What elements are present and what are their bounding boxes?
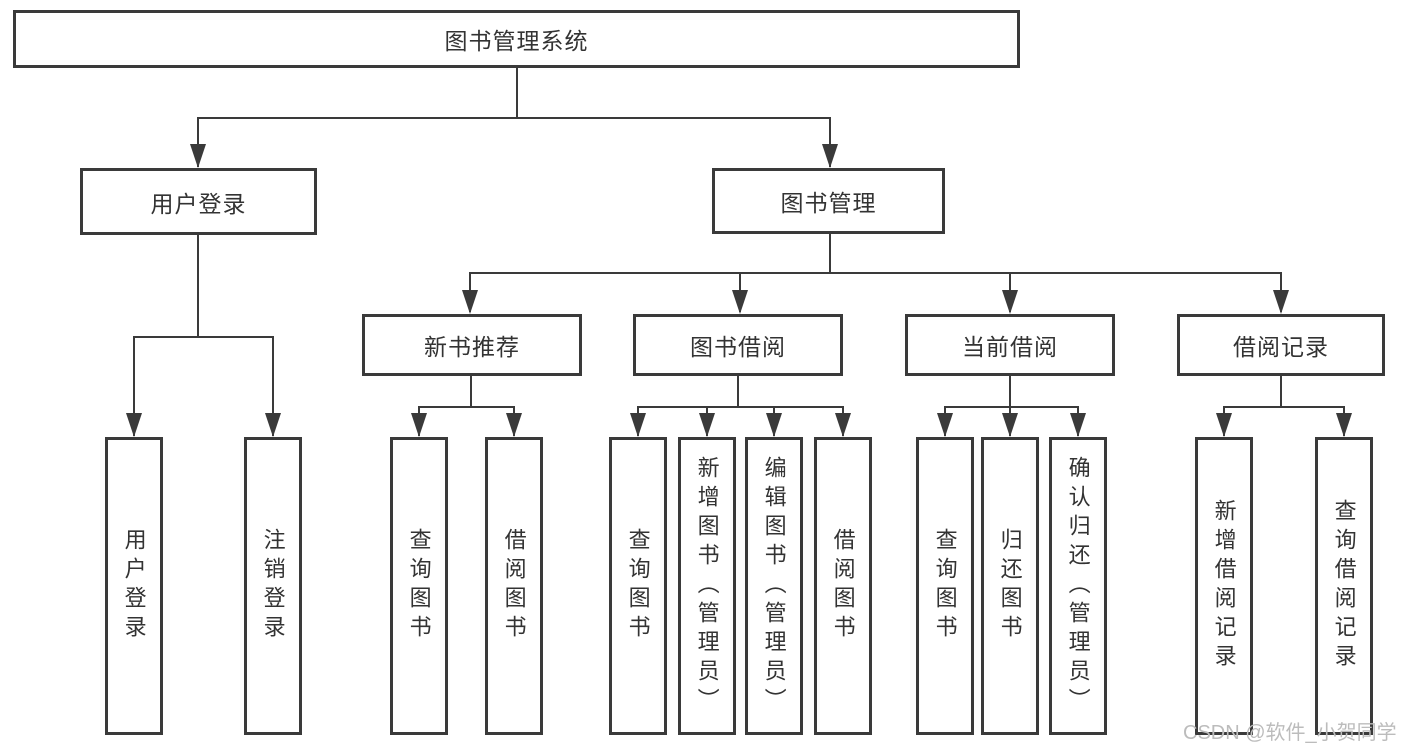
- connector-root-stem: [516, 67, 518, 118]
- connector-arrowhead: [1336, 413, 1352, 437]
- connector-arrowhead: [937, 413, 953, 437]
- node-leaf-user-login: 用户登录: [105, 437, 163, 735]
- connector-arrowhead: [126, 413, 142, 437]
- connector-drop-leaf-login: [133, 336, 135, 436]
- node-new-book-rec: 新书推荐: [362, 314, 582, 376]
- node-leaf-bb-borrow-book: 借阅图书: [814, 437, 872, 735]
- node-book-borrow-label: 图书借阅: [690, 334, 786, 360]
- connector-bookborrow-stem: [737, 376, 739, 406]
- connector-drop-leaf-logout: [272, 336, 274, 436]
- connector-arrowhead: [766, 413, 782, 437]
- connector-arrowhead: [822, 144, 838, 168]
- connector-bookborrow-hline: [637, 406, 844, 408]
- node-leaf-rec-borrow-book: 借阅图书: [485, 437, 543, 735]
- node-leaf-cb-query-book-label: 查询图书: [932, 528, 958, 644]
- connector-borrowrecords-hline: [1223, 406, 1345, 408]
- node-leaf-cb-return-book: 归还图书: [981, 437, 1039, 735]
- node-leaf-logout-label: 注销登录: [260, 528, 286, 644]
- node-book-mgmt: 图书管理: [712, 168, 945, 234]
- node-current-borrow-label: 当前借阅: [962, 334, 1058, 360]
- connector-drop-book-mgmt: [829, 117, 831, 167]
- node-leaf-bb-edit-book-label: 编辑图书（管理员）: [761, 455, 787, 717]
- connector-root-hline: [197, 117, 831, 119]
- node-leaf-rec-query-book: 查询图书: [390, 437, 448, 735]
- connector-arrowhead: [1273, 290, 1289, 314]
- node-leaf-bb-query-book: 查询图书: [609, 437, 667, 735]
- connector-bookmgmt-stem: [829, 234, 831, 272]
- connector-arrowhead: [462, 290, 478, 314]
- node-library-system-label: 图书管理系统: [444, 28, 589, 54]
- connector-arrowhead: [1002, 413, 1018, 437]
- node-leaf-cb-confirm-return-label: 确认归还（管理员）: [1065, 455, 1091, 717]
- node-borrow-records: 借阅记录: [1177, 314, 1385, 376]
- node-user-login: 用户登录: [80, 168, 317, 235]
- node-leaf-cb-confirm-return: 确认归还（管理员）: [1049, 437, 1107, 735]
- node-leaf-br-query-record: 查询借阅记录: [1315, 437, 1373, 735]
- connector-arrowhead: [732, 290, 748, 314]
- node-leaf-cb-return-book-label: 归还图书: [997, 528, 1023, 644]
- connector-arrowhead: [699, 413, 715, 437]
- connector-arrowhead: [630, 413, 646, 437]
- node-leaf-bb-query-book-label: 查询图书: [625, 528, 651, 644]
- node-leaf-br-query-record-label: 查询借阅记录: [1331, 499, 1357, 673]
- node-leaf-rec-borrow-book-label: 借阅图书: [501, 528, 527, 644]
- csdn-watermark: CSDN @软件_小贺同学: [1183, 722, 1397, 744]
- node-leaf-br-add-record: 新增借阅记录: [1195, 437, 1253, 735]
- node-borrow-records-label: 借阅记录: [1233, 334, 1329, 360]
- node-book-borrow: 图书借阅: [633, 314, 843, 376]
- connector-newbookrec-hline: [418, 406, 515, 408]
- connector-newbookrec-stem: [470, 376, 472, 406]
- node-leaf-rec-query-book-label: 查询图书: [406, 528, 432, 644]
- node-book-mgmt-label: 图书管理: [780, 190, 877, 216]
- node-user-login-label: 用户登录: [150, 190, 247, 217]
- connector-arrowhead: [506, 413, 522, 437]
- connector-borrowrecords-stem: [1280, 376, 1282, 406]
- node-leaf-br-add-record-label: 新增借阅记录: [1211, 499, 1237, 673]
- connector-arrowhead: [1216, 413, 1232, 437]
- connector-arrowhead: [835, 413, 851, 437]
- connector-currentborrow-hline: [944, 406, 1079, 408]
- node-leaf-user-login-label: 用户登录: [121, 528, 147, 644]
- node-new-book-rec-label: 新书推荐: [424, 334, 520, 360]
- node-leaf-bb-add-book-label: 新增图书（管理员）: [694, 455, 720, 717]
- node-library-system: 图书管理系统: [13, 10, 1020, 68]
- node-leaf-bb-add-book: 新增图书（管理员）: [678, 437, 736, 735]
- connector-arrowhead: [411, 413, 427, 437]
- node-leaf-bb-edit-book: 编辑图书（管理员）: [745, 437, 803, 735]
- node-leaf-bb-borrow-book-label: 借阅图书: [830, 528, 856, 644]
- connector-drop-user-login: [197, 117, 199, 167]
- connector-currentborrow-stem: [1009, 376, 1011, 406]
- connector-bookmgmt-hline: [470, 272, 1281, 274]
- connector-arrowhead: [190, 144, 206, 168]
- connector-arrowhead: [1002, 290, 1018, 314]
- connector-arrowhead: [265, 413, 281, 437]
- connector-userlogin-hline: [133, 336, 274, 338]
- node-leaf-cb-query-book: 查询图书: [916, 437, 974, 735]
- node-current-borrow: 当前借阅: [905, 314, 1115, 376]
- connector-arrowhead: [1070, 413, 1086, 437]
- connector-userlogin-stem: [197, 235, 199, 336]
- node-leaf-logout: 注销登录: [244, 437, 302, 735]
